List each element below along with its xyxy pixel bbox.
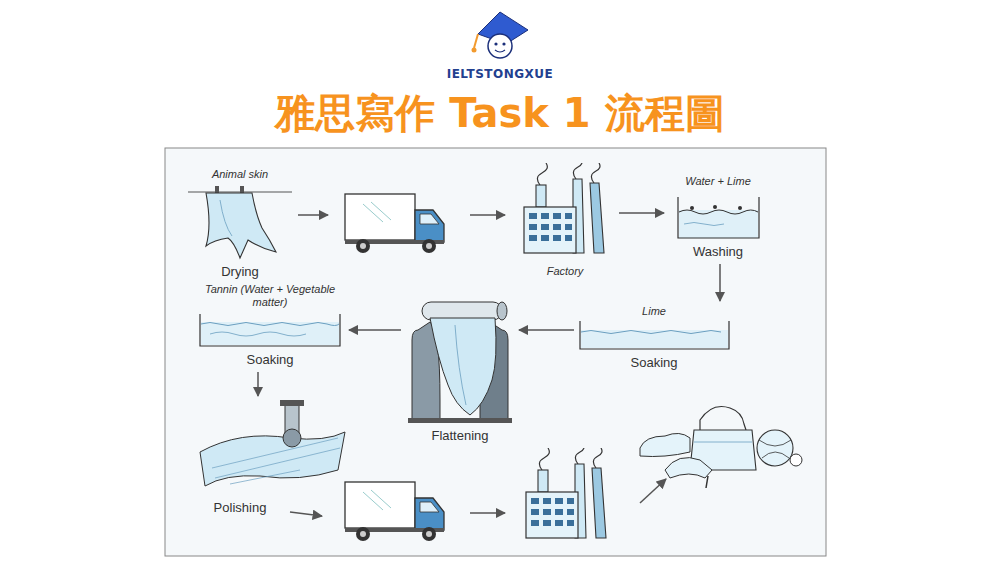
page-title: 雅思寫作 Task 1 流程圖 xyxy=(0,88,1000,138)
stage-label: Washing xyxy=(668,244,768,260)
material-label: Water + Lime xyxy=(668,175,768,188)
drying-stage: Animal skinDrying xyxy=(185,168,295,280)
stage-label: Factory xyxy=(515,265,615,278)
material-label: Tannin (Water + Vegetable matter) xyxy=(195,283,345,309)
process-arrow xyxy=(719,264,721,301)
soaking-stage: LimeSoaking xyxy=(578,305,730,371)
flattening-stage: Flattening xyxy=(405,296,515,444)
washing-stage: Water + LimeWashing xyxy=(668,175,768,260)
logo-icon xyxy=(472,12,529,58)
process-arrow xyxy=(619,212,664,214)
truck xyxy=(345,482,444,541)
factory xyxy=(526,444,606,538)
diagram-panel xyxy=(165,148,826,556)
drying-skin xyxy=(188,186,292,258)
polishing-machine xyxy=(200,400,345,486)
material-label: Lime xyxy=(578,305,730,318)
process-arrow xyxy=(257,372,259,396)
process-arrow xyxy=(519,329,574,331)
logo-text: IELTSTONGXUE xyxy=(0,66,1000,82)
stage-label: Soaking xyxy=(195,352,345,368)
lime-tank xyxy=(580,321,729,349)
leather-products xyxy=(640,407,802,489)
polishing-stage: Polishing xyxy=(190,400,290,516)
stage-label: Soaking xyxy=(578,355,730,371)
tannin-tank xyxy=(200,314,340,346)
stage-label: Flattening xyxy=(405,428,515,444)
stage-label: Polishing xyxy=(190,500,290,516)
factory xyxy=(524,159,604,253)
flattening-machine xyxy=(408,302,512,423)
factory-stage: Factory xyxy=(515,165,615,278)
stage-label: Drying xyxy=(185,264,295,280)
truck xyxy=(345,194,444,253)
soaking-stage: Tannin (Water + Vegetable matter) Soaking xyxy=(195,283,345,368)
washing-tank xyxy=(678,197,759,238)
process-arrow xyxy=(349,329,401,331)
material-label: Animal skin xyxy=(185,168,295,181)
